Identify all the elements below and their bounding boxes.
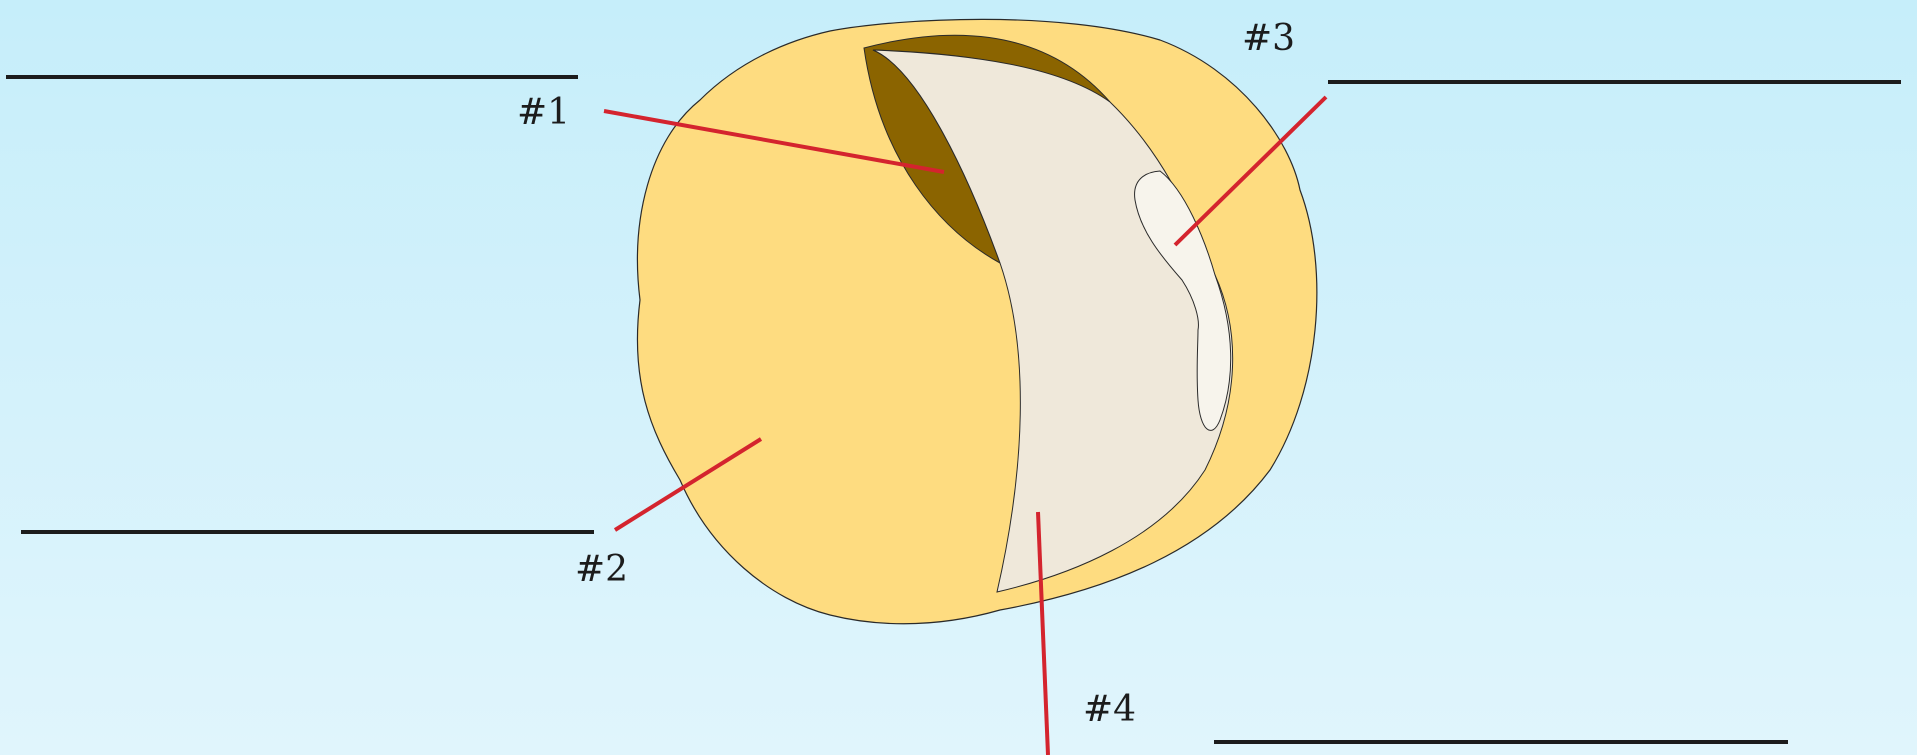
- pointer-line-1: [603, 109, 945, 174]
- label-3: #3: [1242, 18, 1295, 59]
- label-2: #2: [575, 549, 628, 590]
- label-1: #1: [517, 92, 570, 133]
- pointer-line-3: [1173, 95, 1328, 247]
- pointer-line-4: [1036, 511, 1050, 755]
- label-4: #4: [1083, 689, 1136, 730]
- inner-structure: [1134, 170, 1232, 431]
- pointer-line-2: [613, 437, 763, 532]
